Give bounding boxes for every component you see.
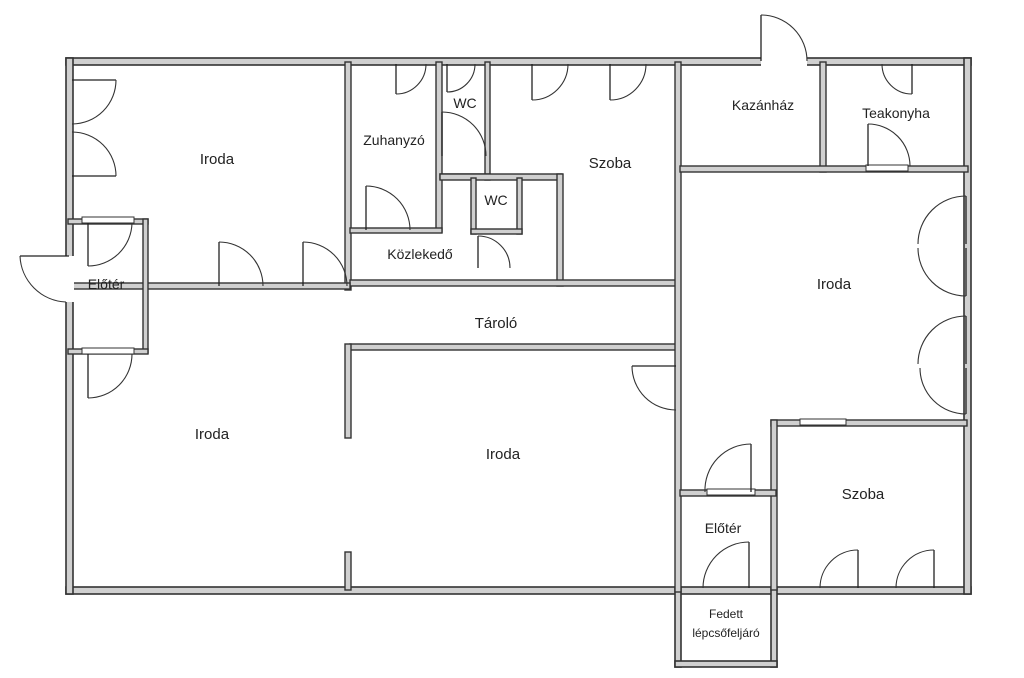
- room-label-kazanhaz: Kazánház: [732, 97, 794, 113]
- outer-walls: [65, 57, 972, 668]
- doors: [19, 14, 967, 589]
- room-label-fedett: Fedett: [709, 607, 744, 621]
- room-label-eloter-bottom: Előtér: [705, 520, 742, 536]
- room-label-wc-mid: WC: [484, 192, 507, 208]
- room-label-teakonyha: Teakonyha: [862, 105, 930, 121]
- room-label-iroda-right: Iroda: [817, 276, 852, 293]
- room-label-zuhanyzo: Zuhanyzó: [363, 132, 425, 148]
- room-label-wc-top: WC: [453, 95, 476, 111]
- room-labels: Iroda Zuhanyzó WC WC Szoba Kazánház Teak…: [88, 95, 930, 640]
- room-label-iroda-bottom-mid: Iroda: [486, 446, 521, 463]
- room-label-tarolo: Tároló: [475, 315, 518, 332]
- room-label-iroda-top-left: Iroda: [200, 151, 235, 168]
- room-label-szoba-top: Szoba: [589, 155, 632, 172]
- room-label-lepcsofeljaro: lépcsőfeljáró: [692, 626, 760, 640]
- windows: [81, 164, 909, 496]
- inner-walls: [67, 61, 969, 593]
- room-label-kozlekedo: Közlekedő: [387, 246, 453, 262]
- room-label-szoba-bottom: Szoba: [842, 486, 885, 503]
- room-label-iroda-bottom-left: Iroda: [195, 426, 230, 443]
- room-label-eloter-left: Előtér: [88, 276, 125, 292]
